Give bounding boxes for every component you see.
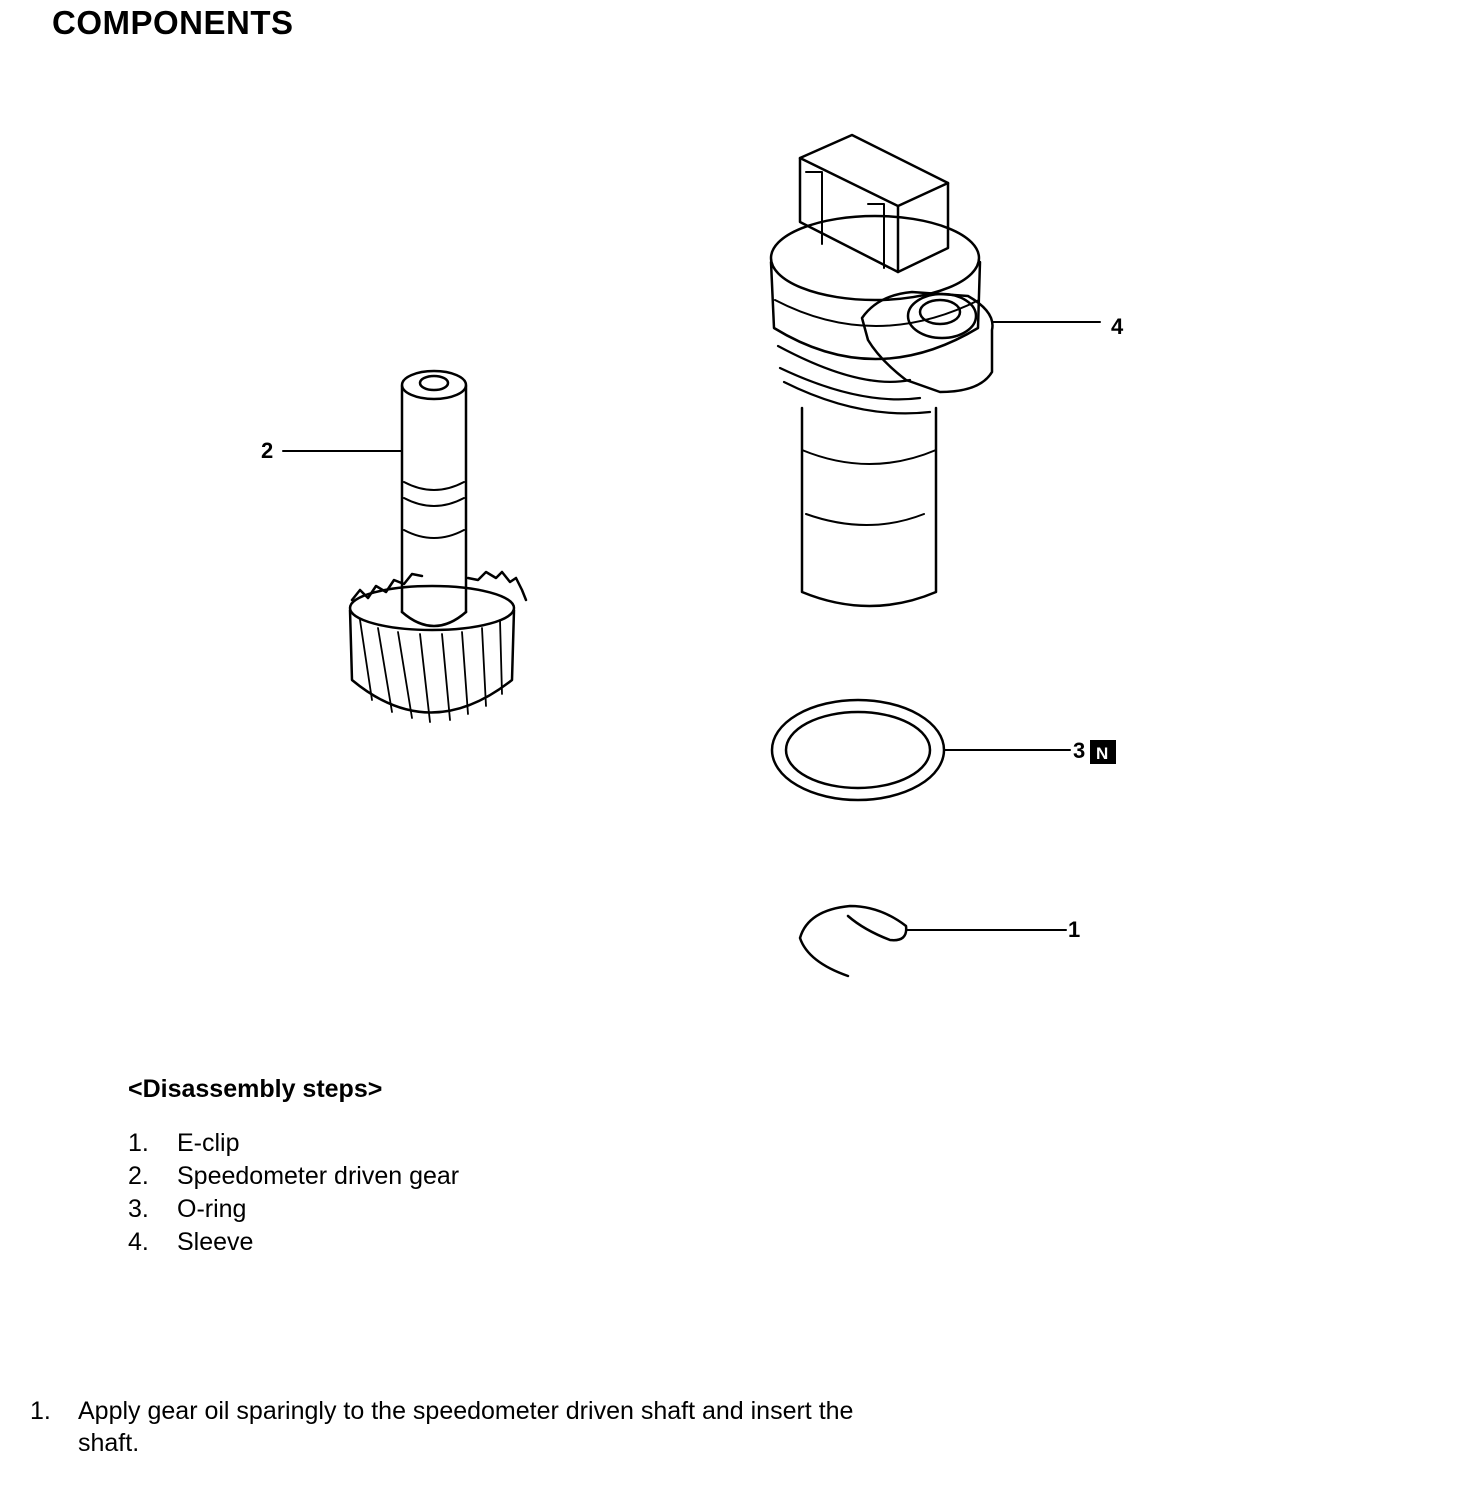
callout-3: 3 <box>1073 738 1085 763</box>
list-item: 2. Speedometer driven gear <box>128 1160 459 1193</box>
o-ring-illustration <box>770 698 1071 802</box>
e-clip-illustration <box>798 904 1067 978</box>
callout-1: 1 <box>1068 917 1080 942</box>
list-item: 4. Sleeve <box>128 1226 459 1259</box>
step-number: 2. <box>128 1162 149 1190</box>
step-number: 1. <box>128 1129 149 1157</box>
step-number: 4. <box>128 1228 149 1256</box>
callout-2: 2 <box>261 438 273 463</box>
step-label: E-clip <box>177 1129 240 1157</box>
step-label: O-ring <box>177 1195 247 1223</box>
callout-4: 4 <box>1111 314 1124 339</box>
assembly-note: 1. Apply gear oil sparingly to the speed… <box>30 1395 858 1459</box>
step-label: Speedometer driven gear <box>177 1162 460 1190</box>
page-title: COMPONENTS <box>52 4 294 41</box>
list-item: 3. O-ring <box>128 1193 459 1226</box>
step-label: Sleeve <box>177 1228 254 1256</box>
components-diagram: 2 4 3 N 1 <box>261 133 1124 978</box>
sleeve-illustration <box>769 133 1101 608</box>
new-part-badge-text: N <box>1096 744 1108 763</box>
list-item: 1. E-clip <box>128 1127 459 1160</box>
new-part-badge: N <box>1090 740 1116 764</box>
step-number: 3. <box>128 1195 149 1223</box>
speedometer-driven-gear-illustration <box>282 369 528 723</box>
disassembly-steps-heading: <Disassembly steps> <box>128 1075 383 1103</box>
note-number: 1. <box>30 1397 51 1425</box>
note-text: Apply gear oil sparingly to the speedome… <box>78 1397 854 1457</box>
disassembly-steps-list: 1. E-clip 2. Speedometer driven gear 3. … <box>128 1127 459 1259</box>
